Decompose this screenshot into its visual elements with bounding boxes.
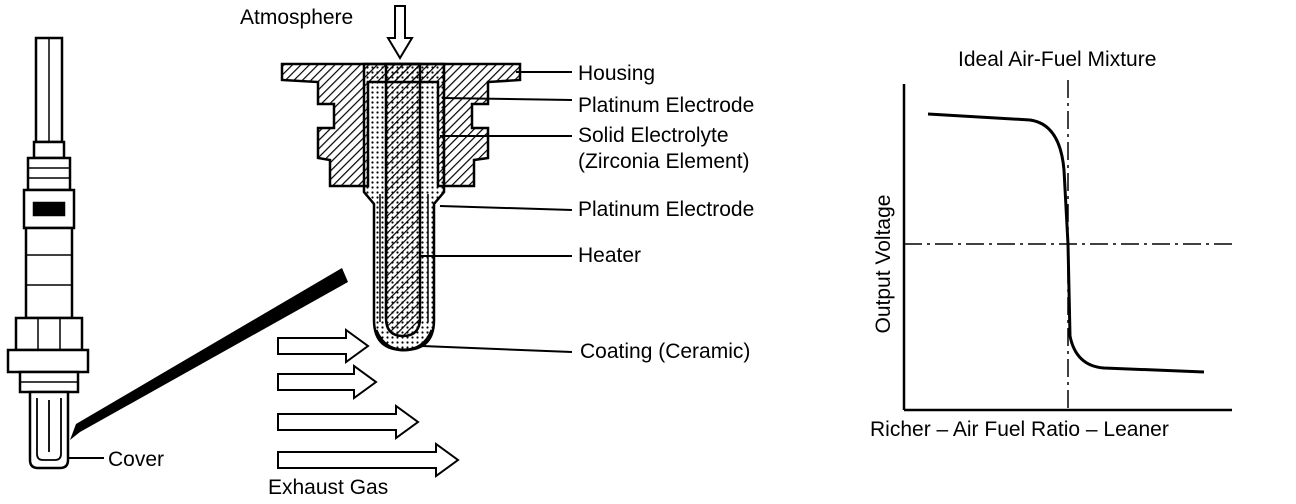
sensor-cap [32,140,66,160]
cover-label: Cover [108,448,165,471]
exhaust-arrow [277,328,370,364]
sensor-body [24,226,74,320]
sensor-cross-section [280,62,522,352]
heater-label: Heater [578,244,642,267]
exhaust-arrows [277,328,460,478]
platinum-electrode-inner-label: Platinum Electrode [578,94,755,117]
atmosphere-arrow [386,5,414,60]
atmosphere-label: Atmosphere [240,6,354,29]
sensor-hex-nut [14,316,84,352]
ceramic-coating [374,329,434,352]
solid-electrolyte-label: Solid Electrolyte [578,124,729,147]
sensor-washer [6,348,90,374]
heater-rod [384,62,422,338]
graph-y-label: Output Voltage [872,194,895,334]
sensor-exterior [6,36,90,470]
platinum-electrode-outer-label: Platinum Electrode [578,198,755,221]
graph-title: Ideal Air-Fuel Mixture [958,48,1157,71]
voltage-curve [927,112,1205,374]
exhaust-arrow [277,364,378,400]
exhaust-gas-label: Exhaust Gas [268,476,389,499]
sensor-grip [26,156,72,192]
exhaust-arrow [277,404,420,440]
coating-label: Coating (Ceramic) [580,340,751,363]
leader-lines [420,71,573,353]
housing-label: Housing [578,62,656,85]
magnify-arrow [70,268,348,440]
graph-x-label: Richer – Air Fuel Ratio – Leaner [870,418,1169,441]
exhaust-arrow [277,442,460,478]
zirconia-element-label: (Zirconia Element) [578,150,750,173]
voltage-graph [902,80,1232,412]
